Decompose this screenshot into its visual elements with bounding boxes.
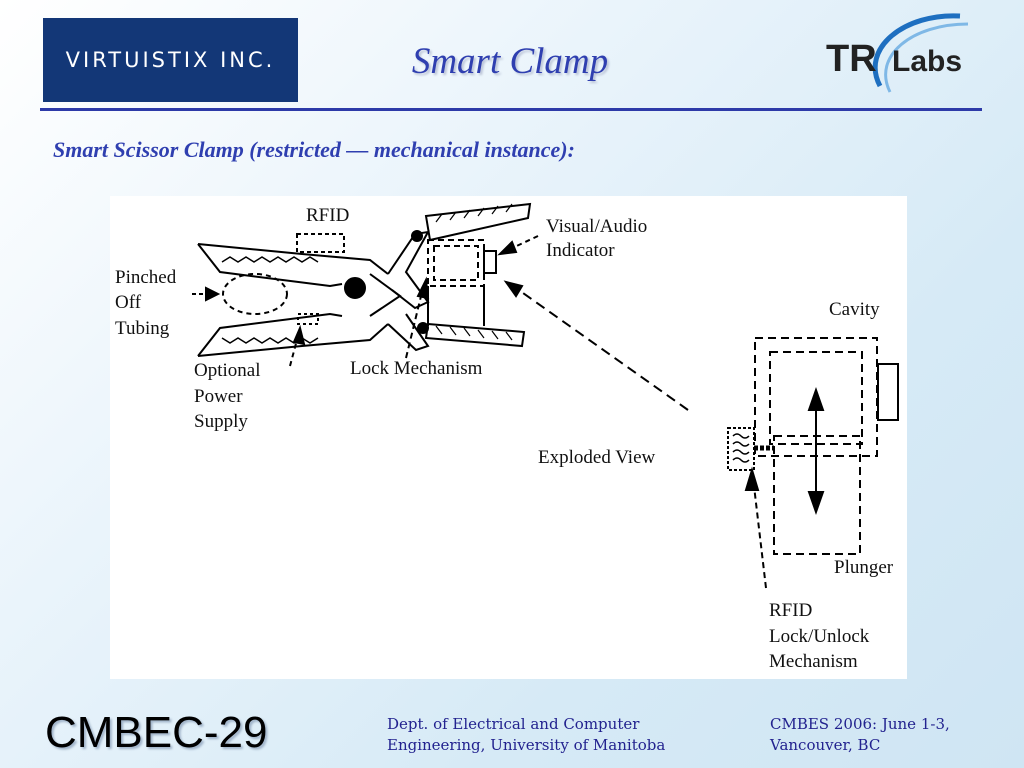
slide-subtitle: Smart Scissor Clamp (restricted — mechan… [53, 137, 575, 162]
label-rfid-top: RFID [306, 205, 350, 226]
pinched-tubing [222, 273, 288, 315]
footer-conference-line2: Vancouver, BC [770, 736, 881, 754]
trlabs-logo-labs: Labs [892, 45, 962, 78]
virtuistix-logo: VIRTUISTIX INC. [43, 18, 298, 102]
indicator-box [483, 250, 497, 274]
pivot-pin [344, 277, 366, 299]
label-tubing: Tubing [115, 318, 170, 339]
cavity-side-box [877, 363, 899, 421]
footer-department: Dept. of Electrical and Computer Enginee… [387, 714, 665, 756]
footer-conference: CMBES 2006: June 1-3, Vancouver, BC [770, 714, 950, 756]
label-visual-audio: Visual/Audio [546, 216, 648, 237]
label-optional: Optional [194, 360, 261, 381]
label-mechanism: Mechanism [769, 651, 858, 672]
label-exploded-view: Exploded View [538, 447, 656, 468]
lower-handle [424, 322, 526, 348]
lower-jaw-outline [197, 323, 389, 357]
label-power: Power [194, 386, 243, 407]
trlabs-logo: TR Labs [820, 8, 990, 103]
lock-housing [427, 239, 485, 287]
cavity-inner [769, 351, 863, 445]
label-off: Off [115, 292, 142, 313]
label-supply: Supply [194, 411, 248, 432]
footer-conference-code: CMBEC-29 [45, 708, 268, 757]
power-supply-box [297, 313, 319, 325]
upper-jaw-outline [197, 243, 389, 275]
label-cavity: Cavity [829, 299, 880, 320]
label-plunger: Plunger [834, 557, 894, 578]
footer-department-line1: Dept. of Electrical and Computer [387, 715, 640, 733]
virtuistix-logo-text: VIRTUISTIX INC. [65, 48, 276, 72]
label-lock-unlock: Lock/Unlock [769, 626, 870, 647]
clamp-diagram: RFID Visual/Audio Indicator Pinched Off … [110, 196, 907, 679]
footer-department-line2: Engineering, University of Manitoba [387, 736, 666, 754]
upper-handle [424, 202, 532, 242]
footer-conference-line1: CMBES 2006: June 1-3, [770, 715, 950, 733]
label-rfid-lock: RFID [769, 600, 813, 621]
clamp-diagram-drawing [192, 202, 899, 589]
rfid-tag-top [296, 233, 345, 253]
title-divider [40, 108, 982, 111]
rfid-lock-coil [727, 427, 755, 471]
label-pinched: Pinched [115, 267, 177, 288]
trlabs-logo-tr: TR [826, 38, 877, 80]
trlabs-logo-graphic: TR Labs [826, 13, 969, 93]
slide-title: Smart Clamp [411, 41, 609, 82]
label-lock-mechanism: Lock Mechanism [350, 358, 483, 379]
lower-handle-link [387, 313, 430, 352]
label-indicator: Indicator [546, 240, 615, 261]
